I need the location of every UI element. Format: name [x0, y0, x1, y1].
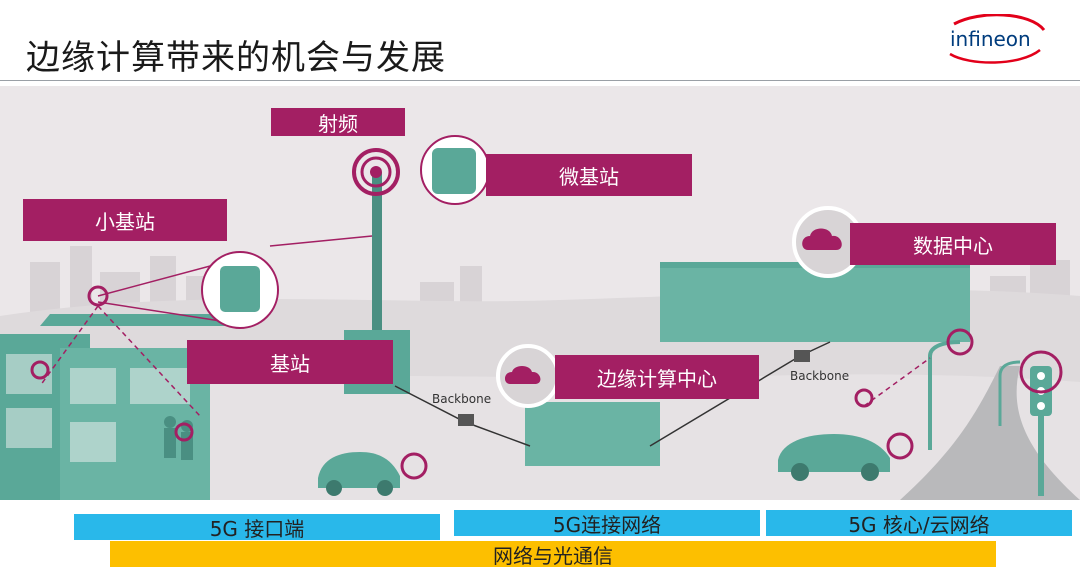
label-edge-center: 边缘计算中心: [555, 355, 759, 399]
backbone-label-right: Backbone: [790, 369, 850, 383]
car-left: [318, 452, 400, 496]
micro-cell-chip: [432, 148, 476, 194]
backbone-label-left: Backbone: [432, 392, 492, 406]
label-data-center: 数据中心: [850, 223, 1056, 265]
label-base-station: 基站: [187, 340, 393, 384]
car-right: [778, 434, 890, 481]
label-small-cell: 小基站: [23, 199, 227, 241]
small-cell-antenna: [87, 285, 109, 307]
small-cell-chip: [220, 266, 260, 312]
edge-center-building: [525, 402, 660, 466]
bar-5g-interface: 5G 接口端: [74, 514, 440, 541]
infineon-logo: infineon: [949, 14, 1046, 64]
building: [0, 314, 230, 500]
bar-5g-connect: 5G连接网络: [454, 510, 760, 537]
network-scene: [0, 86, 1080, 500]
page-title: 边缘计算带来的机会与发展: [26, 38, 446, 78]
bar-optical: 网络与光通信: [110, 541, 996, 568]
label-micro-cell: 微基站: [486, 154, 692, 196]
bar-5g-core: 5G 核心/云网络: [766, 510, 1072, 537]
label-rf: 射频: [271, 108, 405, 136]
backbone-node-right: [794, 350, 810, 362]
title-divider: [0, 80, 1080, 81]
backbone-node-left: [458, 414, 474, 426]
logo-wordmark: infineon: [950, 27, 1031, 51]
